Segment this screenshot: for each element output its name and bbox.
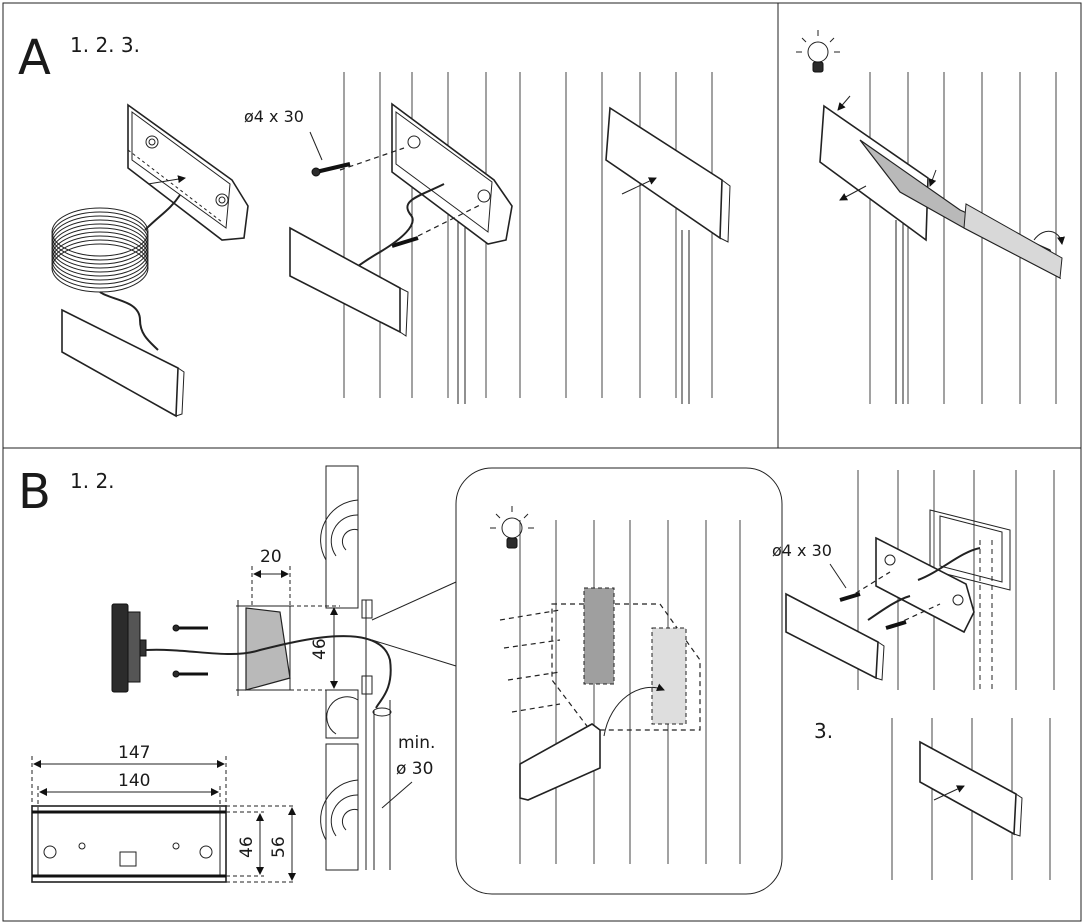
a2-bracket [339, 102, 513, 245]
b-front-view [31, 805, 227, 883]
a1-light-panel [61, 308, 185, 418]
a-screw-label: ø4 x 30 [244, 107, 304, 126]
b-front-height-dimensions [226, 805, 296, 883]
b-right-light-panel [785, 592, 885, 681]
b-screw-label: ø4 x 30 [772, 541, 832, 560]
b-depth-value: 20 [260, 547, 282, 567]
b-width-dimensions [31, 756, 227, 812]
a3-light-panel [605, 106, 731, 243]
cable-coil [51, 194, 181, 351]
b-hole-label-diameter: ø 30 [396, 759, 433, 779]
b-wall-section [320, 465, 392, 871]
b-cutout-height-dimension [290, 605, 340, 691]
b-side-view-light [111, 603, 147, 693]
b-outer-width-value: 147 [118, 743, 150, 763]
b-depth-dimension [251, 566, 291, 606]
a2-screws [311, 162, 419, 248]
b-tip-lightbulb-icon [490, 506, 534, 549]
b-side-screws [172, 624, 208, 678]
b-step3-light-panel [919, 740, 1023, 837]
b-inner-width-value: 140 [118, 771, 150, 791]
b-callout-box [371, 467, 783, 895]
b-side-bracket [145, 600, 392, 709]
b-cutout-height-value: 46 [310, 638, 330, 660]
a3-wall-boards [565, 72, 713, 404]
a1-bracket-with-cable [127, 103, 249, 241]
section-a-steps: 1. 2. 3. [70, 33, 140, 57]
a2-light-panel [289, 226, 409, 337]
b-front-height-outer-value: 56 [269, 836, 289, 858]
section-b-steps: 1. 2. [70, 469, 115, 493]
section-b-letter: B [18, 464, 51, 520]
b-right-bracket [839, 536, 981, 634]
a-tip-wall-boards [869, 72, 1057, 404]
a-tip-panel-and-lever [819, 95, 1065, 280]
b-front-height-inner-value: 46 [237, 836, 257, 858]
a-tip-lightbulb-icon [796, 30, 840, 73]
b-callout-light-panel [519, 723, 601, 801]
b-step3-label: 3. [814, 719, 833, 743]
b-hole-label-min: min. [398, 733, 435, 753]
b-callout-cutout-detail [499, 587, 701, 737]
section-a-letter: A [18, 30, 51, 86]
